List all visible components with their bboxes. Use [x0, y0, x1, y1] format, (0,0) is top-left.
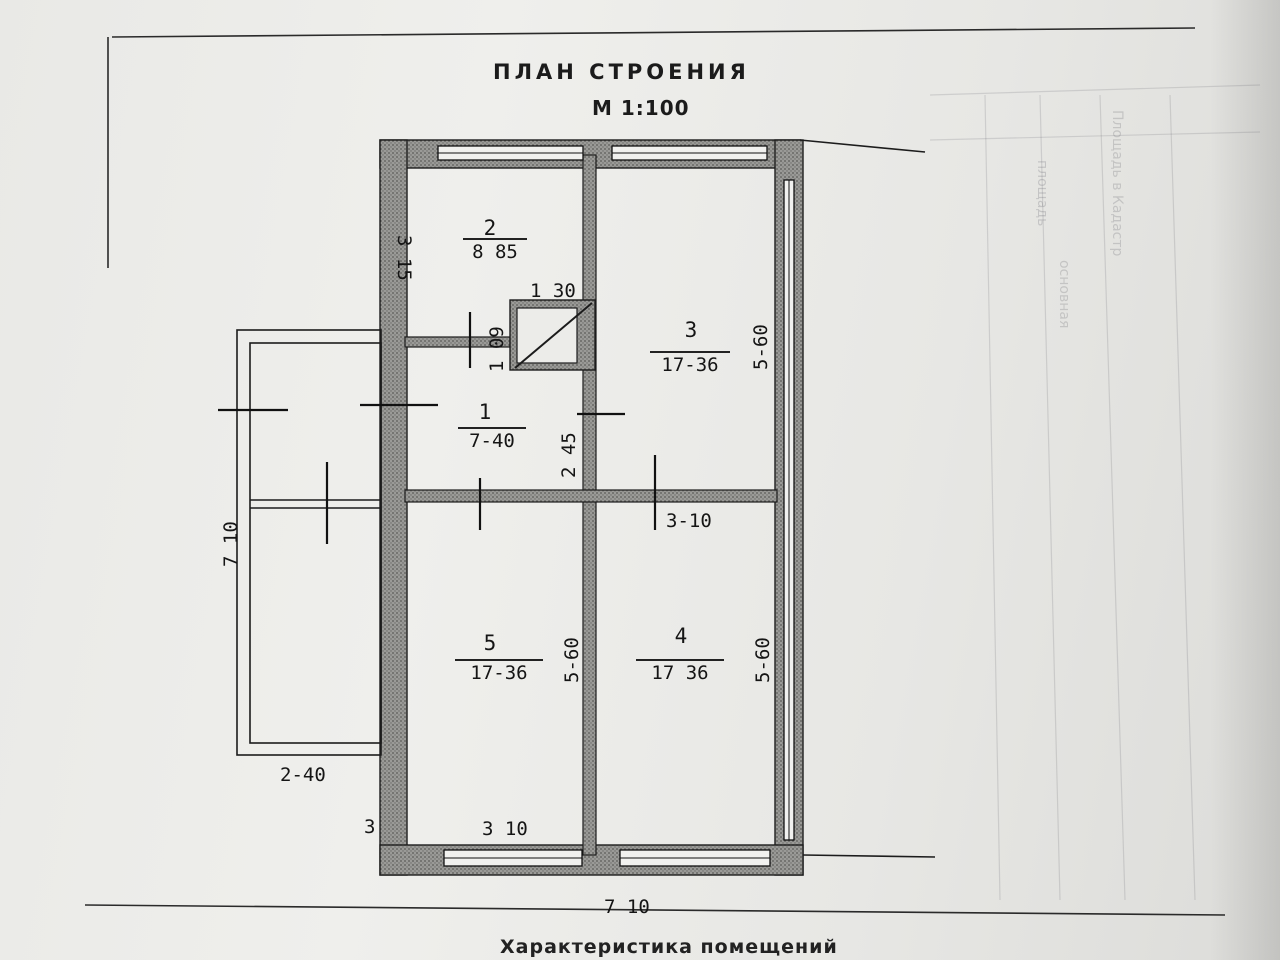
dim-bottom-total: 7 10 — [604, 896, 650, 918]
dim-room4-height: 5-60 — [752, 637, 774, 683]
dim-room5-height: 5-60 — [561, 637, 583, 683]
plan-title: ПЛАН СТРОЕНИЯ — [493, 60, 750, 84]
room-4-number: 4 — [674, 624, 688, 648]
dim-top-left-height: 3 15 — [393, 235, 415, 281]
characteristics-heading: Характеристика помещений — [500, 936, 838, 958]
dim-annex-width: 2-40 — [280, 764, 326, 786]
dim-stair-width: 1 30 — [530, 280, 576, 302]
annex-walls — [236, 329, 382, 756]
dim-bottom-room-width: 3 10 — [482, 818, 528, 840]
extension-lines — [799, 139, 936, 858]
room-4-area: 17 36 — [636, 659, 724, 683]
room-2-number: 2 — [483, 216, 497, 240]
room-3-number-label: 3 — [684, 318, 698, 342]
page-frame — [84, 27, 1226, 916]
room-5-number: 5 — [483, 631, 497, 655]
room-2-area: 8 85 — [463, 238, 527, 262]
dim-stair-height: 1 09 — [486, 326, 508, 372]
paper-edge-shadow — [1210, 0, 1280, 960]
bleed-table-lines — [929, 84, 1261, 901]
room-5-area: 17-36 — [455, 659, 543, 683]
dim-left-total: 7 10 — [220, 521, 242, 567]
window-center-lines — [438, 152, 790, 859]
dim-mid-width: 3-10 — [666, 510, 712, 532]
room-1-area: 7-40 — [458, 427, 526, 451]
dim-room1-width: 2 45 — [558, 432, 580, 478]
dim-corner-mark: 3 — [364, 816, 376, 838]
interior-walls — [404, 154, 778, 856]
room-3-area: 17-36 — [650, 351, 730, 375]
plan-scale: М 1:100 — [592, 96, 690, 120]
dim-room3-height: 5-60 — [750, 324, 772, 370]
room-1-number: 1 — [478, 400, 492, 424]
stair-block — [509, 299, 596, 371]
door-marks — [218, 312, 657, 544]
